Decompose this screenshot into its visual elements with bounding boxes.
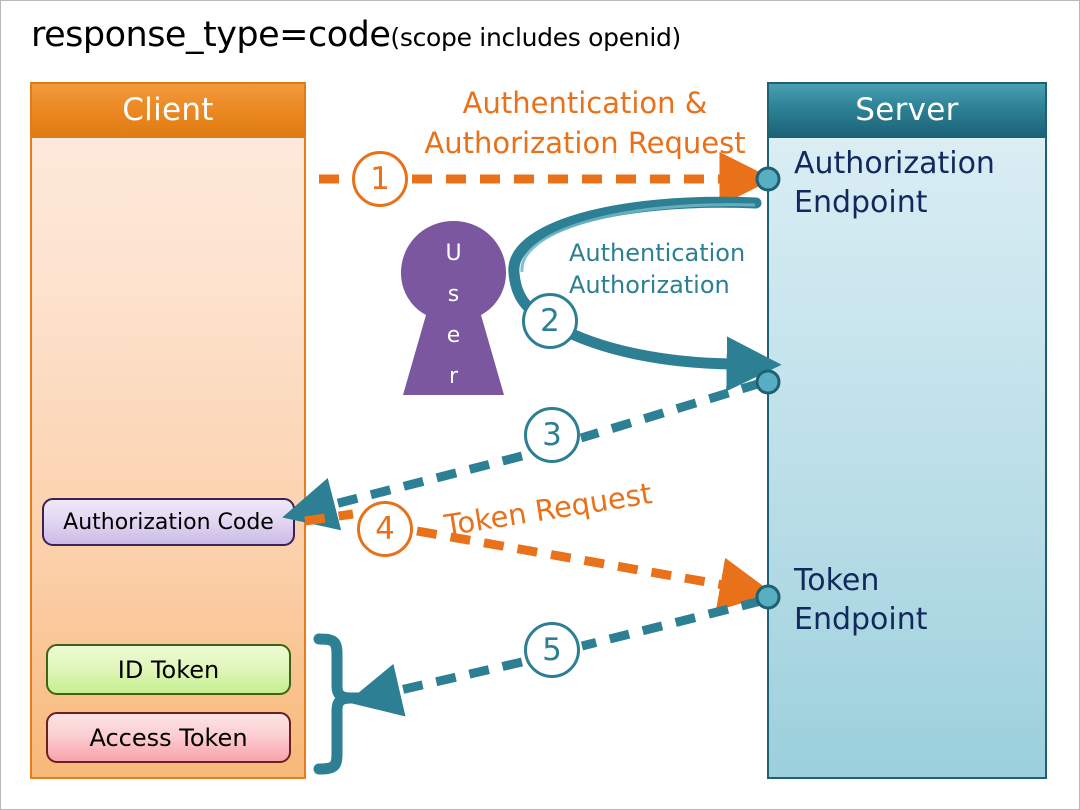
title-main: response_type=code [31, 15, 391, 55]
access-token-box: Access Token [46, 712, 291, 763]
user-keyhole-icon [401, 221, 506, 395]
step-badge-5: 5 [524, 622, 580, 678]
tokens-brace [313, 633, 371, 775]
step-badge-1: 1 [352, 151, 408, 207]
id-token-box: ID Token [46, 644, 291, 695]
step-2-label: Authentication Authorization [569, 239, 746, 299]
server-header: Server [767, 82, 1047, 138]
title-sub: (scope includes openid) [390, 23, 682, 52]
authorization-code-box: Authorization Code [42, 498, 295, 546]
user-letter-1: s [447, 282, 460, 307]
user-label: U s e r [391, 233, 516, 397]
step-badge-4: 4 [357, 501, 413, 557]
token-endpoint-label: Token Endpoint [794, 563, 928, 637]
step-1-label: Authentication & Authorization Request [424, 86, 746, 160]
client-header: Client [30, 82, 306, 138]
page-title: response_type=code(scope includes openid… [31, 15, 681, 55]
step-4-label: Token Request [442, 476, 655, 543]
step-badge-2: 2 [522, 293, 578, 349]
user-letter-2: e [446, 323, 461, 348]
user-letter-3: r [448, 364, 459, 389]
server-column [767, 82, 1047, 779]
step-badge-3: 3 [524, 407, 580, 463]
authorization-endpoint-label: Authorization Endpoint [794, 146, 995, 220]
user-letter-0: U [445, 241, 462, 266]
